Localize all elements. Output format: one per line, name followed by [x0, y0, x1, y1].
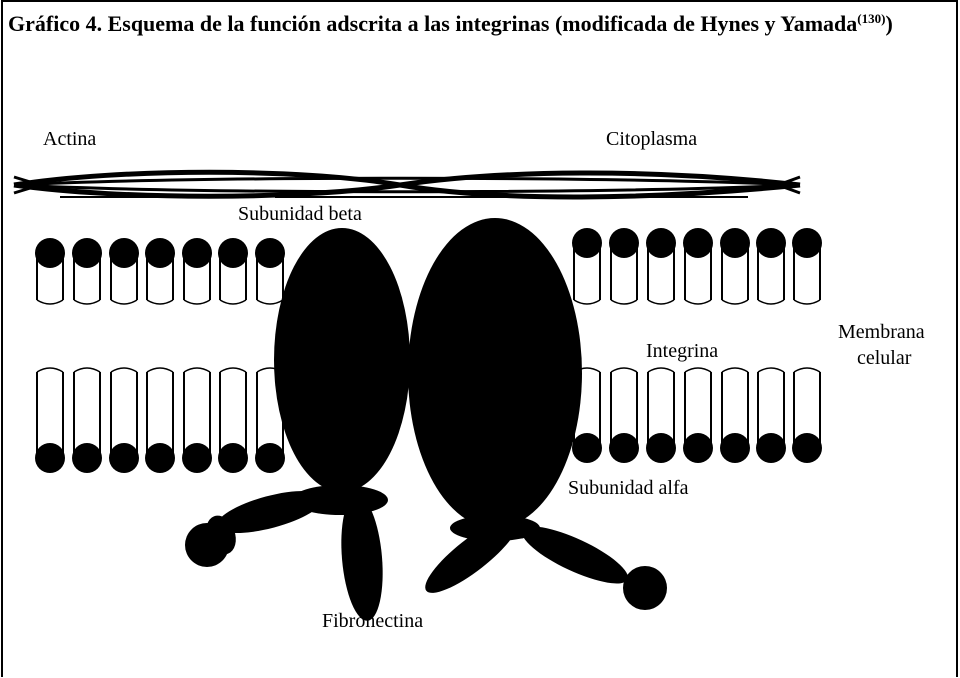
phospholipid — [182, 238, 212, 473]
membrana-label: Membrana — [838, 320, 925, 344]
fibronectina-label: Fibronectina — [322, 609, 423, 633]
phospholipid — [145, 238, 175, 473]
phospholipid — [35, 238, 65, 473]
actina-label: Actina — [43, 127, 96, 151]
beta-subunit — [274, 228, 410, 492]
phospholipid — [109, 238, 139, 473]
citoplasma-label: Citoplasma — [606, 127, 697, 151]
phospholipid — [72, 238, 102, 473]
membrane-lipids-left — [35, 238, 285, 473]
integrina-label: Integrina — [644, 339, 720, 363]
phospholipid — [218, 238, 248, 473]
alpha-subunit — [408, 218, 582, 528]
actin-filament — [14, 172, 800, 197]
fibronectin — [185, 482, 667, 622]
phospholipid — [756, 228, 786, 463]
subunidad-beta-label: Subunidad beta — [238, 202, 362, 226]
phospholipid — [609, 228, 639, 463]
celular-label: celular — [857, 346, 911, 370]
phospholipid — [792, 228, 822, 463]
subunidad-alfa-label: Subunidad alfa — [568, 476, 689, 500]
phospholipid — [720, 228, 750, 463]
